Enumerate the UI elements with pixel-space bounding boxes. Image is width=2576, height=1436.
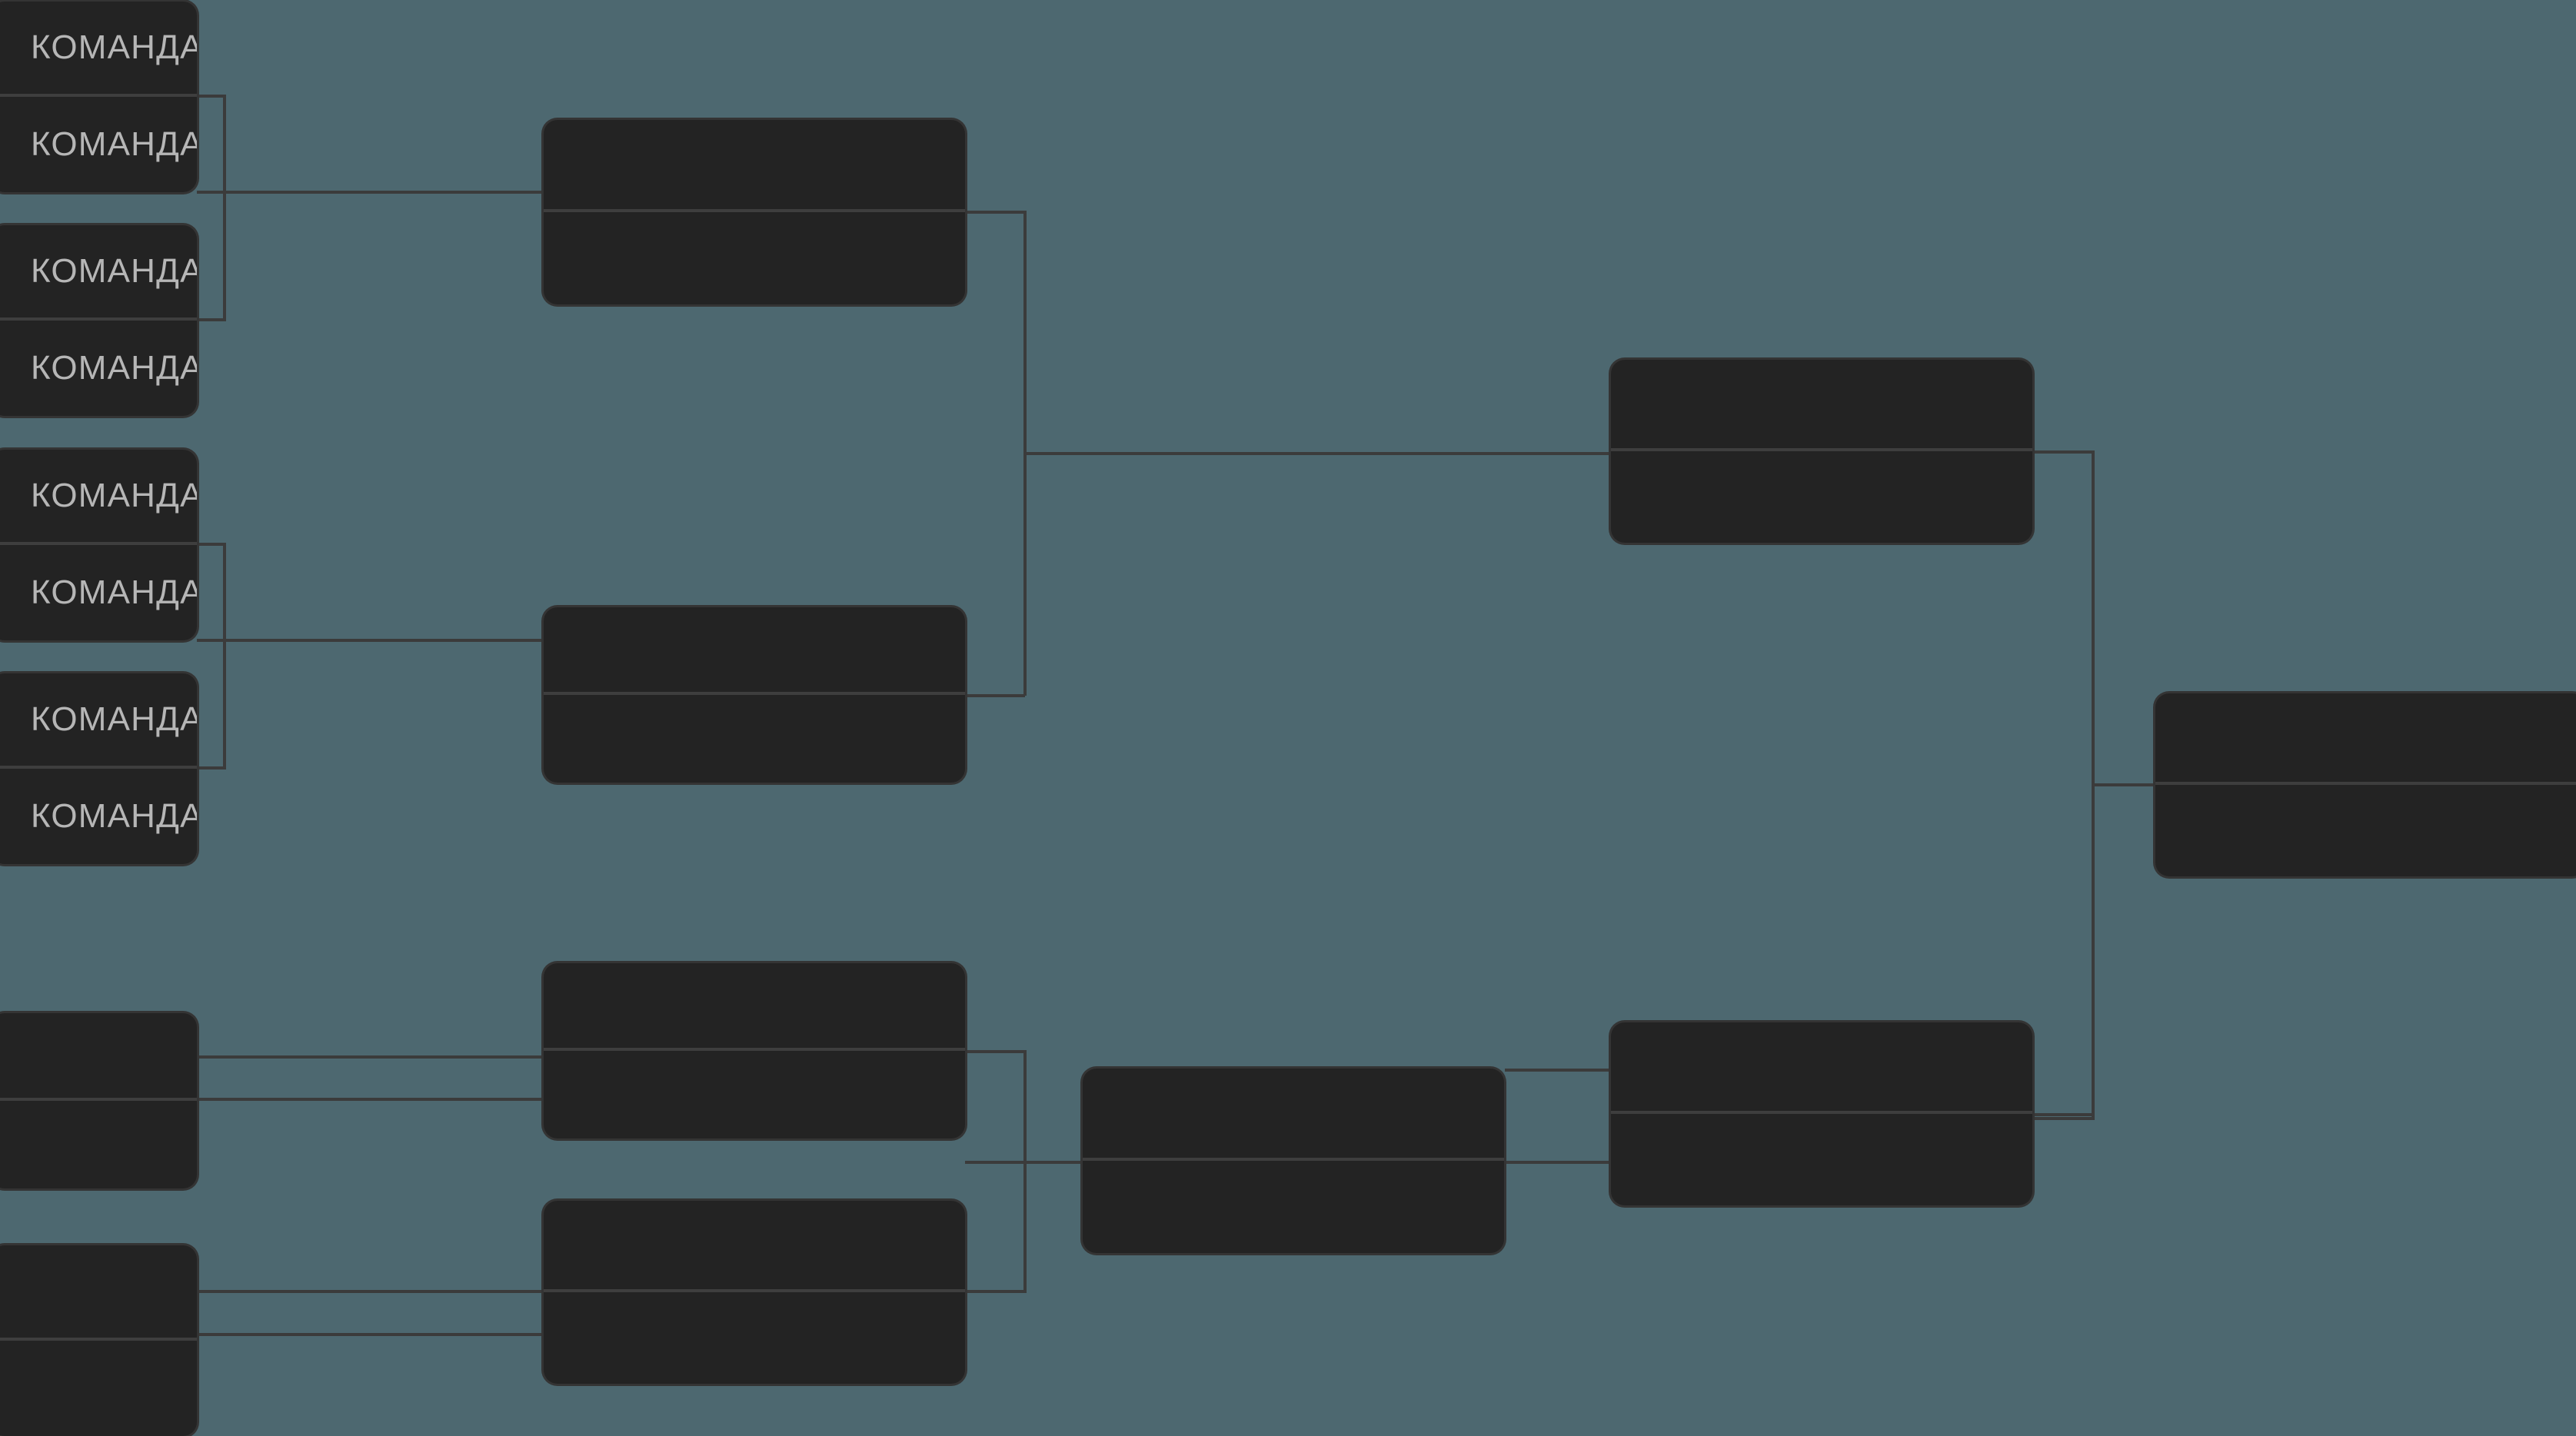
match-slot-bottom[interactable] (544, 1292, 965, 1384)
team-name: КОМАНДА C (31, 252, 197, 290)
match-slot-top[interactable] (1611, 360, 2032, 451)
match-slot-top[interactable] (1611, 1022, 2032, 1114)
match-slot-bottom[interactable] (2155, 785, 2576, 876)
match-slot-top[interactable] (544, 120, 965, 212)
connector-line (965, 1050, 1027, 1164)
team-name: КОМАНДА H (31, 797, 197, 835)
match-r3m2[interactable] (1083, 1069, 1504, 1253)
match-slot-top[interactable] (0, 1245, 197, 1341)
match-r2m4[interactable] (544, 1201, 965, 1384)
match-slot-bottom[interactable] (0, 1101, 197, 1188)
team-name: КОМАНДА E (31, 477, 197, 514)
match-slot-top[interactable] (1083, 1069, 1504, 1161)
team-name: КОМАНДА G (31, 700, 197, 738)
match-slot-bottom[interactable] (1083, 1161, 1504, 1253)
match-slot-top[interactable] (2155, 693, 2576, 785)
match-r2m1[interactable] (544, 120, 965, 304)
match-slot-top[interactable] (544, 963, 965, 1051)
match-fm1[interactable] (2155, 693, 2576, 876)
match-slot-top[interactable]: КОМАНДА E (0, 450, 197, 545)
match-r1m4[interactable]: КОМАНДА G КОМАНДА H (0, 673, 197, 864)
team-name: КОМАНДА D (31, 349, 197, 387)
match-slot-bottom[interactable] (0, 1341, 197, 1436)
match-slot-bottom[interactable]: КОМАНДА D (0, 321, 197, 416)
match-slot-bottom[interactable]: КОМАНДА B (0, 97, 197, 192)
match-slot-top[interactable] (544, 1201, 965, 1292)
match-slot-top[interactable]: КОМАНДА C (0, 225, 197, 321)
match-slot-bottom[interactable] (1611, 1114, 2032, 1205)
connector-line (965, 211, 1027, 696)
match-r1m2[interactable]: КОМАНДА C КОМАНДА D (0, 225, 197, 416)
match-r1m3[interactable]: КОМАНДА E КОМАНДА F (0, 450, 197, 640)
match-slot-bottom[interactable] (544, 695, 965, 783)
connector-line (197, 95, 226, 194)
match-slot-bottom[interactable]: КОМАНДА F (0, 545, 197, 640)
match-slot-bottom[interactable] (544, 212, 965, 304)
team-name: КОМАНДА B (31, 125, 197, 163)
match-r1m5[interactable] (0, 1013, 197, 1188)
team-name: КОМАНДА F (31, 573, 197, 611)
connector-line (197, 543, 226, 642)
connector-line (965, 1162, 1027, 1293)
match-slot-top[interactable]: КОМАНДА G (0, 673, 197, 769)
match-r4m1[interactable] (1611, 1022, 2032, 1205)
match-r2m2[interactable] (544, 607, 965, 783)
connector-line (2032, 450, 2095, 1120)
connector-line (197, 192, 226, 321)
match-slot-top[interactable]: КОМАНДА A (0, 2, 197, 97)
connector-line (197, 640, 226, 770)
match-slot-top[interactable] (0, 1013, 197, 1101)
team-name: КОМАНДА A (31, 28, 197, 66)
match-slot-bottom[interactable]: КОМАНДА H (0, 769, 197, 864)
match-slot-bottom[interactable] (1611, 451, 2032, 543)
match-r1m1[interactable]: КОМАНДА A КОМАНДА B (0, 2, 197, 192)
match-r2m3[interactable] (544, 963, 965, 1138)
match-r3m1[interactable] (1611, 360, 2032, 543)
match-slot-top[interactable] (544, 607, 965, 695)
match-r1m6[interactable] (0, 1245, 197, 1436)
match-slot-bottom[interactable] (544, 1051, 965, 1138)
